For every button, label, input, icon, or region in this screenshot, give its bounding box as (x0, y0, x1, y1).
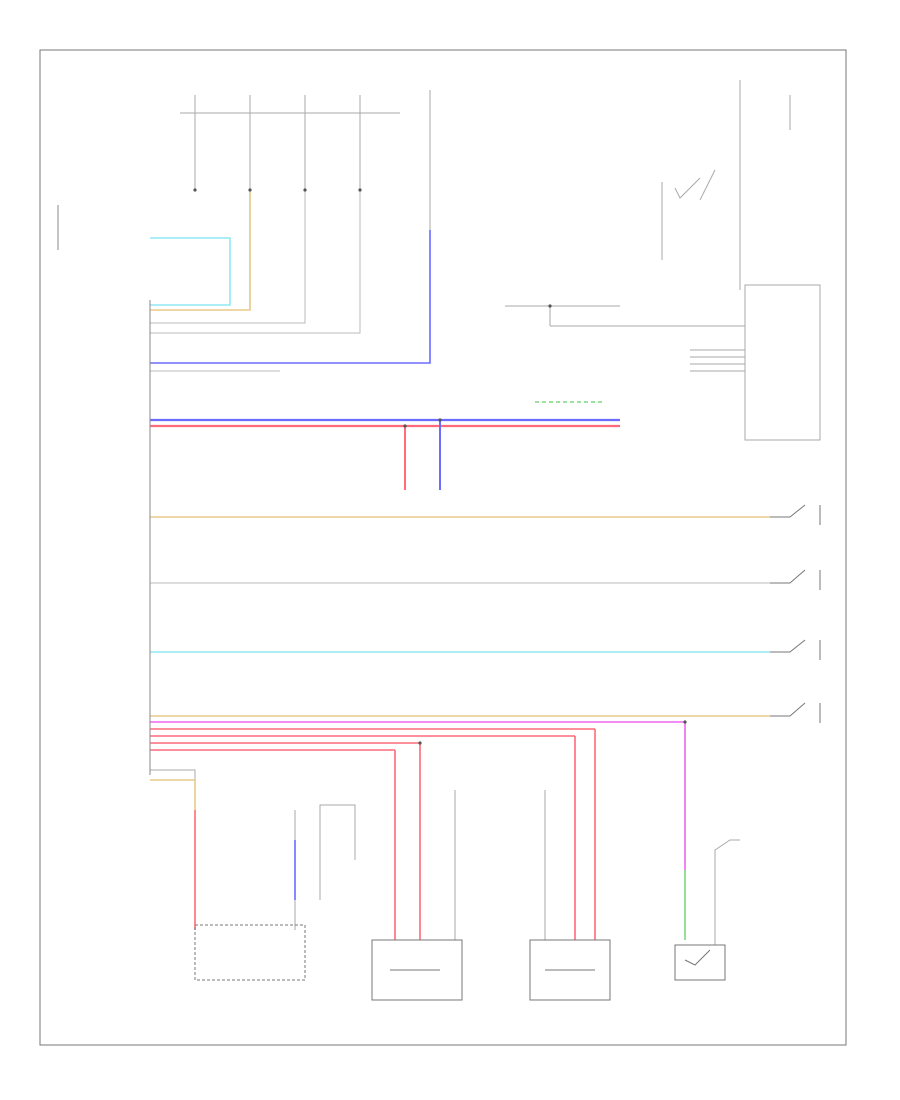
wire-gray-3 (150, 190, 361, 334)
wire-gray-2 (150, 190, 306, 324)
rear-door-lock-box-1 (371, 939, 463, 1001)
connector-dots (193, 188, 687, 745)
trunk-switch-box (674, 944, 726, 981)
top-fuse-feeds (180, 90, 431, 230)
wire-tan-top (150, 190, 251, 311)
door-switch-symbols (770, 504, 821, 723)
wire-light-blue-top (150, 237, 231, 306)
wire-blue-feed (150, 230, 431, 364)
components (194, 284, 821, 1001)
rear-door-lock-box-2 (529, 939, 611, 1001)
left-door-lock-box (194, 924, 306, 981)
right-module-bracket (744, 284, 821, 441)
diagram-frame (39, 49, 847, 1046)
top-right-feeds (661, 80, 791, 430)
bcm-bracket (57, 205, 151, 775)
